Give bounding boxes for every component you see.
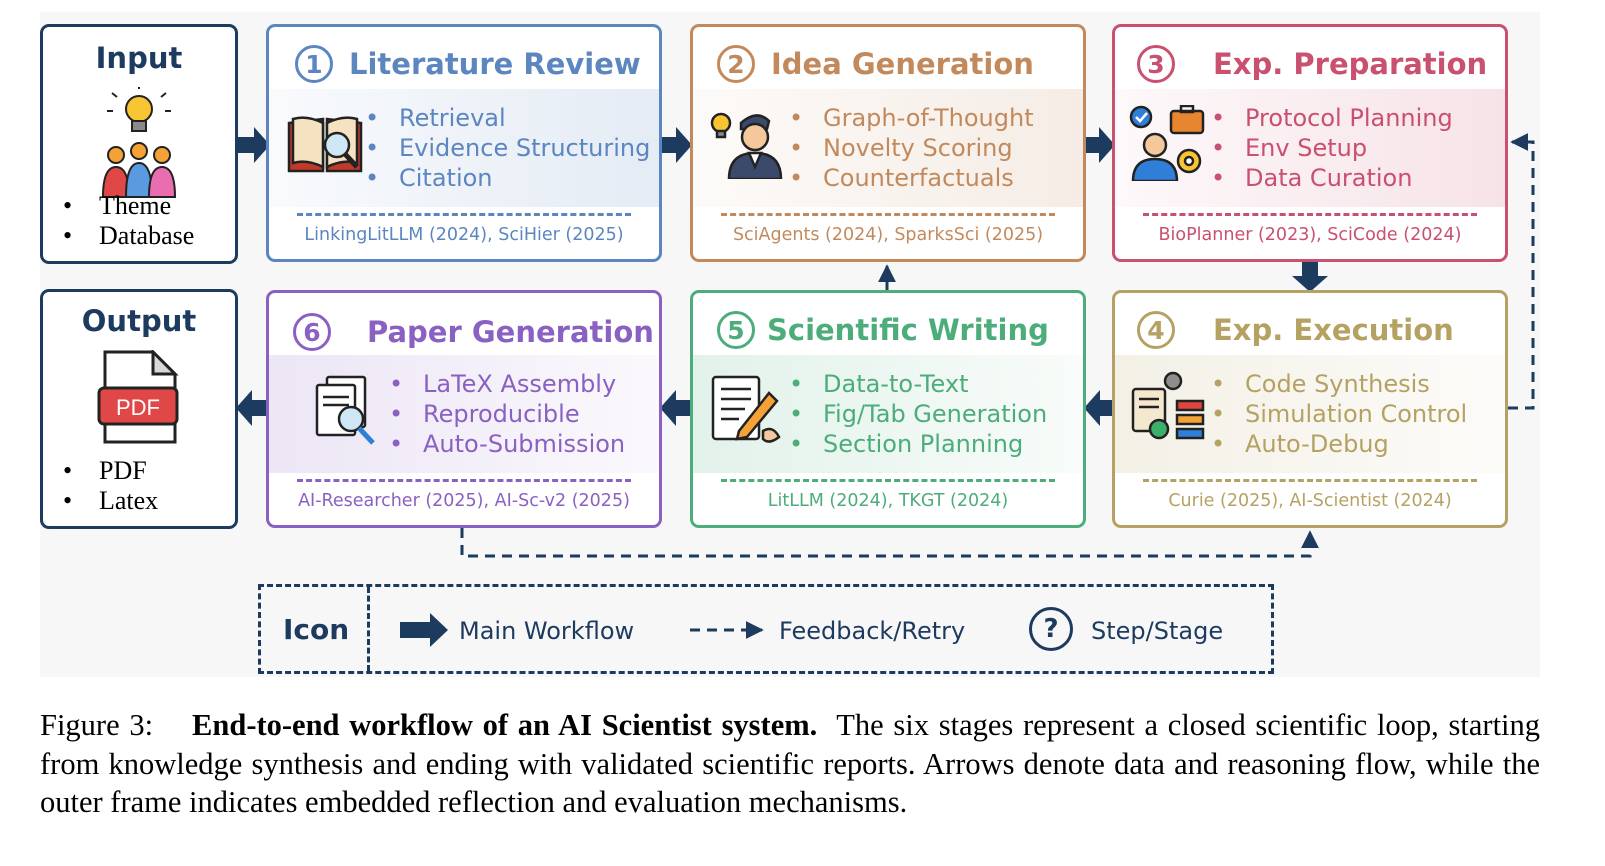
stage-item: Code Synthesis bbox=[1211, 369, 1467, 399]
stage-references: LinkingLitLLM (2024), SciHier (2025) bbox=[304, 225, 624, 245]
output-box: Output PDF PDF Latex bbox=[40, 289, 238, 529]
arrow-stage4-to-stage5 bbox=[1084, 390, 1114, 426]
gear-flowchart-icon bbox=[1131, 371, 1205, 440]
stage-item: Citation bbox=[365, 163, 650, 193]
output-title: Output bbox=[81, 304, 197, 338]
stage-title: Exp. Execution bbox=[1213, 313, 1454, 347]
stage-divider bbox=[297, 213, 631, 216]
stage-item: Data Curation bbox=[1211, 163, 1453, 193]
stage-title: Literature Review bbox=[349, 47, 641, 81]
stage-number: 2 bbox=[717, 45, 755, 83]
open-book-magnifier-icon bbox=[287, 116, 363, 173]
stage-references: SciAgents (2024), SparksSci (2025) bbox=[732, 225, 1044, 245]
caption-bold: End-to-end workflow of an AI Scientist s… bbox=[192, 708, 818, 742]
stage-exp-preparation: 3 Exp. Preparation Protocol Planning Env… bbox=[1112, 24, 1508, 262]
stage-items: Graph-of-Thought Novelty Scoring Counter… bbox=[789, 103, 1034, 193]
stage-title: Idea Generation bbox=[771, 47, 1034, 81]
arrow-stage2-to-stage3 bbox=[1085, 127, 1115, 163]
step-stage-glyph: ? bbox=[1043, 614, 1059, 644]
stage-item: Retrieval bbox=[365, 103, 650, 133]
legend-divider bbox=[367, 587, 370, 671]
stage-title: Exp. Preparation bbox=[1213, 47, 1488, 81]
legend-feedback-label: Feedback/Retry bbox=[779, 617, 966, 645]
arrow-stage3-to-stage4 bbox=[1292, 262, 1328, 292]
person-lightbulb-icon bbox=[710, 112, 783, 179]
stage-item: Auto-Debug bbox=[1211, 429, 1467, 459]
stage-literature-review: 1 Literature Review Retrieval Evidence S… bbox=[266, 24, 662, 262]
stage-item: LaTeX Assembly bbox=[389, 369, 625, 399]
stage-divider bbox=[1143, 479, 1477, 482]
stage-references: Curie (2025), AI-Scientist (2024) bbox=[1168, 491, 1452, 511]
legend-step-label: Step/Stage bbox=[1091, 617, 1224, 645]
pdf-file-icon: PDF bbox=[97, 350, 179, 444]
legend-main-workflow-label: Main Workflow bbox=[459, 617, 635, 645]
stage-item: Graph-of-Thought bbox=[789, 103, 1034, 133]
figure-caption: Figure 3: End-to-end workflow of an AI S… bbox=[40, 706, 1540, 822]
stage-item: Auto-Submission bbox=[389, 429, 625, 459]
stage-item: Counterfactuals bbox=[789, 163, 1034, 193]
stage-idea-generation: 2 Idea Generation Graph-of-Thought Novel… bbox=[690, 24, 1086, 262]
stage-item: Fig/Tab Generation bbox=[789, 399, 1047, 429]
papers-magnifier-icon bbox=[315, 375, 375, 445]
stage-items: Data-to-Text Fig/Tab Generation Section … bbox=[789, 369, 1047, 459]
legend-title: Icon bbox=[283, 613, 350, 646]
stage-scientific-writing: 5 Scientific Writing Data-to-Text Fig/Ta… bbox=[690, 290, 1086, 528]
feedback-stage4-to-stage3 bbox=[1508, 133, 1535, 410]
stage-number: 5 bbox=[717, 311, 755, 349]
arrow-stage1-to-stage2 bbox=[662, 127, 692, 163]
stage-item: Section Planning bbox=[789, 429, 1047, 459]
stage-item: Simulation Control bbox=[1211, 399, 1467, 429]
input-list: Theme Database bbox=[63, 191, 194, 251]
output-item: PDF bbox=[63, 456, 158, 486]
input-title: Input bbox=[95, 41, 183, 75]
stage-divider bbox=[721, 213, 1055, 216]
output-item: Latex bbox=[63, 486, 158, 516]
caption-label: Figure 3: bbox=[40, 708, 154, 742]
pdf-label: PDF bbox=[116, 395, 160, 420]
feedback-stage6-to-stage4 bbox=[460, 528, 1319, 558]
input-item: Database bbox=[63, 221, 194, 251]
stage-items: Retrieval Evidence Structuring Citation bbox=[365, 103, 650, 193]
stage-references: AI-Researcher (2025), AI-Sc-v2 (2025) bbox=[298, 491, 630, 511]
stage-item: Protocol Planning bbox=[1211, 103, 1453, 133]
stage-exp-execution: 4 Exp. Execution Code Synthesis Simulati… bbox=[1112, 290, 1508, 528]
stage-items: Code Synthesis Simulation Control Auto-D… bbox=[1211, 369, 1467, 459]
feedback-lines bbox=[460, 133, 1535, 639]
step-stage-icon: ? bbox=[1029, 607, 1073, 651]
stage-number: 6 bbox=[293, 313, 331, 351]
stage-number: 1 bbox=[295, 45, 333, 83]
stage-number: 3 bbox=[1137, 45, 1175, 83]
arrow-input-to-stage1 bbox=[238, 127, 270, 163]
input-item: Theme bbox=[63, 191, 194, 221]
stage-divider bbox=[721, 479, 1055, 482]
stage-number: 4 bbox=[1137, 311, 1175, 349]
arrow-stage5-to-stage6 bbox=[660, 390, 690, 426]
stage-divider bbox=[297, 479, 631, 482]
stage-item: Reproducible bbox=[389, 399, 625, 429]
stage-paper-generation: 6 Paper Generation LaTeX Assembly Reprod… bbox=[266, 290, 662, 528]
main-workflow-arrows bbox=[236, 127, 1328, 647]
stage-references: LitLLM (2024), TKGT (2024) bbox=[767, 491, 1009, 511]
arrow-stage6-to-output bbox=[236, 390, 266, 426]
stage-item: Env Setup bbox=[1211, 133, 1453, 163]
person-briefcase-gear-icon bbox=[1129, 105, 1205, 181]
stage-item: Data-to-Text bbox=[789, 369, 1047, 399]
stage-items: LaTeX Assembly Reproducible Auto-Submiss… bbox=[389, 369, 625, 459]
stage-item: Novelty Scoring bbox=[789, 133, 1034, 163]
stage-references: BioPlanner (2023), SciCode (2024) bbox=[1158, 225, 1462, 245]
stage-items: Protocol Planning Env Setup Data Curatio… bbox=[1211, 103, 1453, 193]
lightbulb-team-icon bbox=[101, 87, 177, 198]
input-box: Input Theme Database bbox=[40, 24, 238, 264]
output-list: PDF Latex bbox=[63, 456, 158, 516]
legend: Icon Main Workflow Feedback/Retry ? Step… bbox=[258, 584, 1274, 674]
stage-divider bbox=[1143, 213, 1477, 216]
document-pen-icon bbox=[711, 375, 781, 443]
legend-main-arrow bbox=[400, 613, 448, 647]
stage-title: Scientific Writing bbox=[767, 313, 1049, 347]
caption-text: The six stages represent a closed scient… bbox=[40, 708, 1541, 819]
stage-item: Evidence Structuring bbox=[365, 133, 650, 163]
stage-title: Paper Generation bbox=[367, 315, 654, 349]
